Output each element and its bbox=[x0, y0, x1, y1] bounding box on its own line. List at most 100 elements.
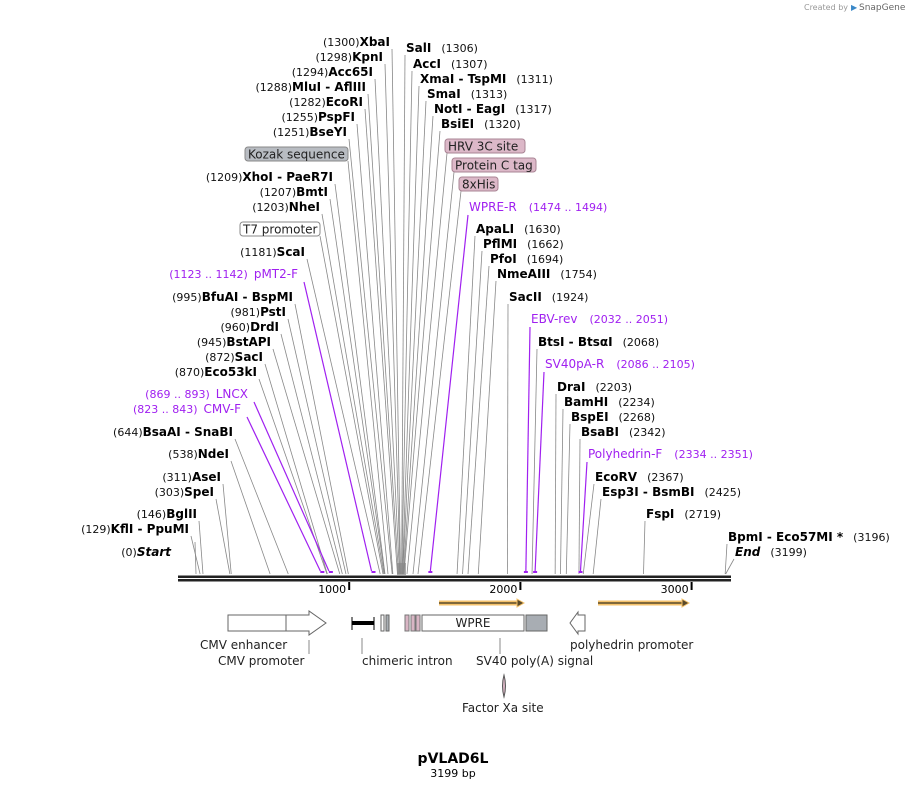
wpre-feature[interactable] bbox=[421, 614, 525, 632]
enzyme-site-label[interactable]: (981)PstI bbox=[230, 305, 286, 319]
site-position: (644) bbox=[113, 426, 143, 439]
enzyme-site-label[interactable]: (1300)XbaI bbox=[323, 35, 390, 49]
site-position: (1288) bbox=[255, 81, 292, 94]
site-position: (1294) bbox=[292, 66, 329, 79]
enzyme-site-label[interactable]: BtsI - BtsαI(2068) bbox=[538, 335, 659, 349]
feature-tag[interactable]: HRV 3C site bbox=[444, 138, 526, 154]
orf-arrow[interactable] bbox=[598, 598, 691, 608]
enzyme-site-label[interactable]: SmaI(1313) bbox=[427, 87, 507, 101]
enzyme-site-label[interactable]: Esp3I - BsmBI(2425) bbox=[602, 485, 741, 499]
primer-range: (2086 .. 2105) bbox=[616, 358, 695, 371]
primer-mark bbox=[578, 571, 583, 573]
kozak-feature[interactable] bbox=[385, 614, 390, 632]
enzyme-site-label[interactable]: (1251)BseYI bbox=[273, 125, 347, 139]
primer-label[interactable]: (1123 .. 1142) pMT2-F bbox=[169, 267, 298, 281]
primer-range: (1123 .. 1142) bbox=[169, 268, 248, 281]
enzyme-site-label[interactable]: (872)SacI bbox=[205, 350, 263, 364]
site-position: (2234) bbox=[618, 396, 655, 409]
primer-label[interactable]: EBV-rev(2032 .. 2051) bbox=[531, 312, 668, 326]
sv40-polya-feature[interactable] bbox=[525, 614, 548, 632]
site-position: (1203) bbox=[252, 201, 289, 214]
enzyme-site-label[interactable]: (311)AseI bbox=[162, 470, 221, 484]
protein-c-feature[interactable] bbox=[410, 614, 416, 632]
enzyme-site-label[interactable]: (1288)MluI - AflIII bbox=[255, 80, 366, 94]
enzyme-site-label[interactable]: (1294)Acc65I bbox=[292, 65, 373, 79]
enzyme-site-label[interactable]: DraI(2203) bbox=[557, 380, 632, 394]
enzyme-site-label[interactable]: PfoI(1694) bbox=[490, 252, 563, 266]
sv40-label: SV40 poly(A) signal bbox=[476, 654, 593, 668]
enzyme-site-label[interactable]: (146)BglII bbox=[137, 507, 197, 521]
enzyme-site-label[interactable]: (995)BfuAI - BspMI bbox=[172, 290, 293, 304]
enzyme-name: BsaBI bbox=[581, 425, 619, 439]
t7-promoter-feature[interactable] bbox=[380, 614, 385, 632]
enzyme-name: BamHI bbox=[564, 395, 608, 409]
8xhis-feature[interactable] bbox=[415, 614, 421, 632]
enzyme-site-label[interactable]: (303)SpeI bbox=[155, 485, 214, 499]
enzyme-site-label[interactable]: PflMI(1662) bbox=[483, 237, 564, 251]
cmv-promoter-feature[interactable] bbox=[285, 610, 327, 636]
enzyme-site-label[interactable]: (538)NdeI bbox=[168, 447, 229, 461]
enzyme-site-label[interactable]: EcoRV(2367) bbox=[595, 470, 684, 484]
orf-arrow[interactable] bbox=[439, 598, 526, 608]
hrv-3c-feature[interactable] bbox=[404, 614, 410, 632]
enzyme-site-label[interactable]: XmaI - TspMI(1311) bbox=[420, 72, 553, 86]
sequence-backbone bbox=[178, 563, 731, 582]
feature-tag[interactable]: T7 promoter bbox=[239, 221, 321, 237]
enzyme-site-label[interactable]: End(3199) bbox=[735, 545, 807, 559]
enzyme-site-label[interactable]: (1181)ScaI bbox=[240, 245, 305, 259]
enzyme-name: DraI bbox=[557, 380, 585, 394]
primer-name: pMT2-F bbox=[254, 267, 298, 281]
enzyme-site-label[interactable]: (1298)KpnI bbox=[316, 50, 383, 64]
enzyme-site-label[interactable]: BsiEI(1320) bbox=[441, 117, 521, 131]
enzyme-name: BmtI bbox=[296, 185, 328, 199]
primer-range: (2334 .. 2351) bbox=[674, 448, 753, 461]
enzyme-site-label[interactable]: NotI - EagI(1317) bbox=[434, 102, 552, 116]
primer-label[interactable]: (823 .. 843)CMV-F bbox=[133, 402, 241, 416]
enzyme-site-label[interactable]: SalI(1306) bbox=[406, 41, 478, 55]
enzyme-name: BsaAI - SnaBI bbox=[143, 425, 233, 439]
enzyme-site-label[interactable]: (0)Start bbox=[121, 545, 172, 559]
primer-name: SV40pA-R bbox=[545, 357, 604, 371]
feature-tag[interactable]: 8xHis bbox=[458, 176, 499, 192]
enzyme-name: NmeAIII bbox=[497, 267, 550, 281]
feature-tag[interactable]: Kozak sequence bbox=[244, 146, 349, 162]
primer-mark bbox=[428, 571, 433, 573]
wpre-label: WPRE bbox=[455, 616, 490, 630]
polyhedrin-promoter-feature[interactable] bbox=[569, 610, 586, 636]
factor-xa-feature[interactable] bbox=[502, 673, 506, 699]
primer-label[interactable]: Polyhedrin-F(2334 .. 2351) bbox=[588, 447, 753, 461]
enzyme-name: Acc65I bbox=[328, 65, 373, 79]
enzyme-site-label[interactable]: ApaLI(1630) bbox=[476, 222, 561, 236]
enzyme-site-label[interactable]: (129)KflI - PpuMI bbox=[81, 522, 189, 536]
enzyme-site-label[interactable]: (1282)EcoRI bbox=[289, 95, 363, 109]
primer-label[interactable]: WPRE-R(1474 .. 1494) bbox=[469, 200, 607, 214]
site-position: (1300) bbox=[323, 36, 360, 49]
enzyme-site-label[interactable]: (1255)PspFI bbox=[281, 110, 355, 124]
enzyme-name: SacI bbox=[235, 350, 263, 364]
enzyme-site-label[interactable]: (1209)XhoI - PaeR7I bbox=[206, 170, 333, 184]
enzyme-site-label[interactable]: (1207)BmtI bbox=[260, 185, 328, 199]
enzyme-site-label[interactable]: (945)BstAPI bbox=[197, 335, 271, 349]
enzyme-site-label[interactable]: BpmI - Eco57MI *(3196) bbox=[728, 530, 890, 544]
enzyme-site-label[interactable]: BamHI (2234) bbox=[564, 395, 655, 409]
enzyme-site-label[interactable]: (1203)NheI bbox=[252, 200, 320, 214]
enzyme-site-label[interactable]: BsaBI(2342) bbox=[581, 425, 666, 439]
enzyme-site-label[interactable]: NmeAIII(1754) bbox=[497, 267, 597, 281]
site-position: (1924) bbox=[552, 291, 589, 304]
enzyme-name: BseYI bbox=[309, 125, 347, 139]
enzyme-site-label[interactable]: BspEI(2268) bbox=[571, 410, 655, 424]
cmv-enhancer-feature[interactable] bbox=[227, 614, 287, 632]
enzyme-site-label[interactable]: (960)DrdI bbox=[220, 320, 279, 334]
cmv-enhancer-label: CMV enhancer bbox=[200, 638, 287, 652]
credit-prefix: Created by bbox=[804, 3, 848, 12]
feature-tag[interactable]: Protein C tag bbox=[451, 157, 537, 173]
enzyme-site-label[interactable]: (870)Eco53kI bbox=[175, 365, 257, 379]
enzyme-site-label[interactable]: (644)BsaAI - SnaBI bbox=[113, 425, 233, 439]
enzyme-site-label[interactable]: SacII(1924) bbox=[509, 290, 588, 304]
primer-label[interactable]: SV40pA-R (2086 .. 2105) bbox=[545, 357, 695, 371]
chimeric-intron-feature[interactable] bbox=[351, 617, 375, 630]
primer-mark bbox=[320, 571, 325, 573]
enzyme-site-label[interactable]: FspI(2719) bbox=[646, 507, 721, 521]
enzyme-site-label[interactable]: AccI(1307) bbox=[413, 57, 488, 71]
primer-label[interactable]: (869 .. 893)LNCX bbox=[145, 387, 248, 401]
